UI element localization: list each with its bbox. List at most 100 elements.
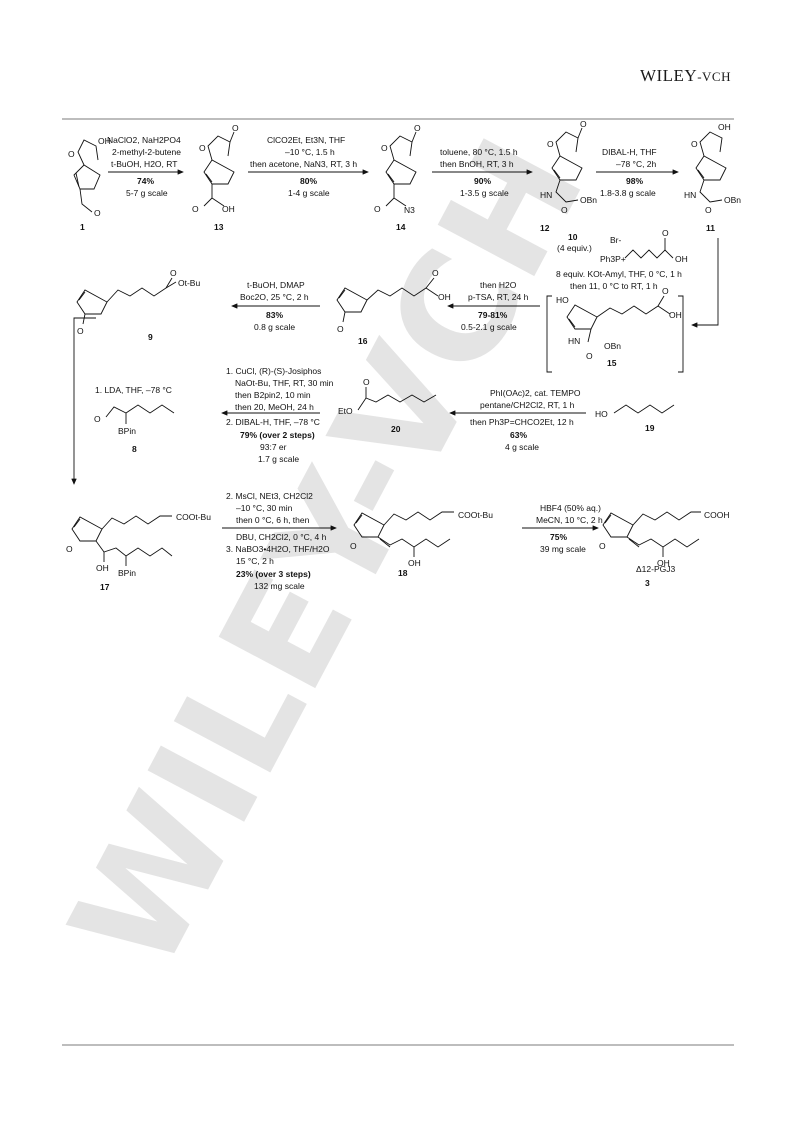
svg-text:NaClO2, NaH2PO4: NaClO2, NaH2PO4 xyxy=(107,135,181,145)
compound-17: O COOt-Bu OH BPin 17 xyxy=(66,512,211,592)
svg-text:83%: 83% xyxy=(266,310,283,320)
svg-text:1.7 g scale: 1.7 g scale xyxy=(258,454,299,464)
svg-text:OH: OH xyxy=(675,254,688,264)
svg-text:O: O xyxy=(337,324,344,334)
svg-text:2. MsCl, NEt3, CH2Cl2: 2. MsCl, NEt3, CH2Cl2 xyxy=(226,491,313,501)
svg-text:79-81%: 79-81% xyxy=(478,310,508,320)
compound-13: O O O OH 13 xyxy=(192,123,239,232)
svg-text:O: O xyxy=(432,268,439,278)
svg-text:O: O xyxy=(414,123,421,133)
svg-text:–10 °C, 30 min: –10 °C, 30 min xyxy=(236,503,293,513)
svg-text:Ph3P+: Ph3P+ xyxy=(600,254,626,264)
svg-text:COOt-Bu: COOt-Bu xyxy=(458,510,493,520)
step-11: 2. MsCl, NEt3, CH2Cl2 –10 °C, 30 min the… xyxy=(222,491,337,591)
svg-text:O: O xyxy=(381,143,388,153)
svg-text:COOH: COOH xyxy=(704,510,730,520)
svg-text:8: 8 xyxy=(132,444,137,454)
step-8: PhI(OAc)2, cat. TEMPO pentane/CH2Cl2, RT… xyxy=(449,388,586,452)
svg-text:(4 equiv.): (4 equiv.) xyxy=(557,243,592,253)
svg-text:O: O xyxy=(94,208,101,218)
svg-text:80%: 80% xyxy=(300,176,317,186)
svg-text:–10 °C, 1.5 h: –10 °C, 1.5 h xyxy=(285,147,335,157)
svg-text:18: 18 xyxy=(398,568,408,578)
intermediate-15: HO O OH HN O OBn 15 xyxy=(546,286,684,373)
svg-text:1-3.5 g scale: 1-3.5 g scale xyxy=(460,188,509,198)
svg-text:HN: HN xyxy=(684,190,696,200)
svg-text:17: 17 xyxy=(100,582,110,592)
svg-text:O: O xyxy=(68,149,75,159)
svg-text:63%: 63% xyxy=(510,430,527,440)
svg-text:2-methyl-2-butene: 2-methyl-2-butene xyxy=(112,147,181,157)
reagent-10: 10 (4 equiv.) Br- Ph3P+ O OH xyxy=(557,228,688,264)
svg-text:74%: 74% xyxy=(137,176,154,186)
svg-text:O: O xyxy=(599,541,606,551)
svg-text:3. NaBO3•4H2O, THF/H2O: 3. NaBO3•4H2O, THF/H2O xyxy=(226,544,330,554)
svg-text:toluene, 80 °C, 1.5 h: toluene, 80 °C, 1.5 h xyxy=(440,147,518,157)
svg-text:OBn: OBn xyxy=(604,341,621,351)
svg-text:13: 13 xyxy=(214,222,224,232)
step-2: ClCO2Et, Et3N, THF –10 °C, 1.5 h then ac… xyxy=(248,135,369,198)
svg-text:O: O xyxy=(350,541,357,551)
svg-text:90%: 90% xyxy=(474,176,491,186)
compound-18: O COOt-Bu OH 18 xyxy=(350,510,493,578)
svg-text:O: O xyxy=(66,544,73,554)
svg-text:then B2pin2, 10 min: then B2pin2, 10 min xyxy=(235,390,311,400)
svg-text:2. DIBAL-H, THF, –78 °C: 2. DIBAL-H, THF, –78 °C xyxy=(226,417,320,427)
svg-text:BPin: BPin xyxy=(118,568,136,578)
svg-text:1: 1 xyxy=(80,222,85,232)
svg-text:10: 10 xyxy=(568,232,578,242)
step-6: then H2O p-TSA, RT, 24 h 79-81% 0.5-2.1 … xyxy=(447,280,540,332)
arrow-11-to-15 xyxy=(691,238,719,328)
compound-8: 1. LDA, THF, –78 °C O BPin 8 xyxy=(94,385,175,454)
wiley-vch-logo: WILEY-VCH xyxy=(639,66,731,85)
svg-text:132 mg scale: 132 mg scale xyxy=(254,581,305,591)
svg-text:5-7 g scale: 5-7 g scale xyxy=(126,188,168,198)
compound-14: O O O N3 14 xyxy=(374,123,421,232)
svg-text:then 20, MeOH, 24 h: then 20, MeOH, 24 h xyxy=(235,402,314,412)
svg-text:15: 15 xyxy=(607,358,617,368)
svg-text:HN: HN xyxy=(540,190,552,200)
compound-19: HO 19 xyxy=(595,404,675,433)
svg-text:PhI(OAc)2, cat. TEMPO: PhI(OAc)2, cat. TEMPO xyxy=(490,388,581,398)
svg-text:then 0 °C, 6 h, then: then 0 °C, 6 h, then xyxy=(236,515,310,525)
svg-text:p-TSA, RT, 24 h: p-TSA, RT, 24 h xyxy=(468,292,529,302)
svg-text:OBn: OBn xyxy=(580,195,597,205)
header-rule xyxy=(62,118,734,120)
svg-text:1. CuCl, (R)-(S)-Josiphos: 1. CuCl, (R)-(S)-Josiphos xyxy=(226,366,321,376)
svg-text:0.8 g scale: 0.8 g scale xyxy=(254,322,295,332)
svg-text:O: O xyxy=(192,204,199,214)
compound-3: O COOH OH Δ12-PGJ3 3 xyxy=(599,510,730,588)
svg-text:1-4 g scale: 1-4 g scale xyxy=(288,188,330,198)
step-7: t-BuOH, DMAP Boc2O, 25 °C, 2 h 83% 0.8 g… xyxy=(231,280,320,332)
svg-text:N3: N3 xyxy=(404,205,415,215)
svg-text:Ot-Bu: Ot-Bu xyxy=(178,278,200,288)
svg-text:23% (over 3 steps): 23% (over 3 steps) xyxy=(236,569,311,579)
svg-text:EtO: EtO xyxy=(338,406,353,416)
svg-text:15 °C, 2 h: 15 °C, 2 h xyxy=(236,556,274,566)
svg-text:O: O xyxy=(547,139,554,149)
compound-16: O O OH 16 xyxy=(336,268,451,346)
step-12: HBF4 (50% aq.) MeCN, 10 °C, 2 h 75% 39 m… xyxy=(522,503,603,554)
svg-text:4 g scale: 4 g scale xyxy=(505,442,539,452)
step-1: NaClO2, NaH2PO4 2-methyl-2-butene t-BuOH… xyxy=(107,135,184,198)
svg-text:O: O xyxy=(561,205,568,215)
svg-text:O: O xyxy=(705,205,712,215)
svg-text:9: 9 xyxy=(148,332,153,342)
compound-11: O OH HN O OBn 11 xyxy=(684,122,741,233)
svg-text:MeCN, 10 °C, 2 h: MeCN, 10 °C, 2 h xyxy=(536,515,603,525)
svg-text:–78 °C, 2h: –78 °C, 2h xyxy=(616,159,657,169)
svg-text:O: O xyxy=(374,204,381,214)
svg-text:OH: OH xyxy=(669,310,682,320)
svg-text:DIBAL-H, THF: DIBAL-H, THF xyxy=(602,147,657,157)
svg-text:WILEY-VCH: WILEY-VCH xyxy=(38,113,618,997)
step-3: toluene, 80 °C, 1.5 h then BnOH, RT, 3 h… xyxy=(432,147,533,198)
svg-text:1.8-3.8 g scale: 1.8-3.8 g scale xyxy=(600,188,656,198)
svg-text:O: O xyxy=(170,268,177,278)
svg-text:t-BuOH, DMAP: t-BuOH, DMAP xyxy=(247,280,305,290)
step-5: 8 equiv. KOt-Amyl, THF, 0 °C, 1 h then 1… xyxy=(556,269,682,291)
watermark: WILEY-VCH xyxy=(38,113,618,997)
svg-text:OH: OH xyxy=(438,292,451,302)
svg-text:OH: OH xyxy=(718,122,731,132)
step-9: 1. CuCl, (R)-(S)-Josiphos NaOt-Bu, THF, … xyxy=(221,366,334,464)
